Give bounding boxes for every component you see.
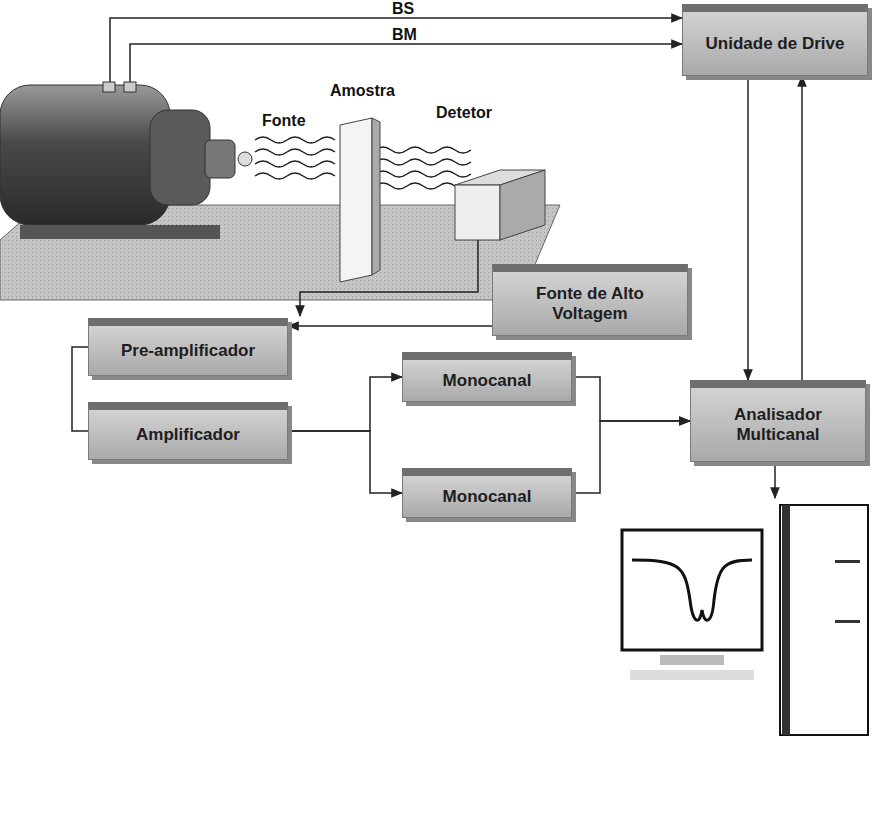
monitor (622, 530, 762, 650)
signal-connector (801, 76, 803, 380)
instrument-box: Analisador Multicanal (690, 380, 866, 462)
instrument-box: Fonte de Alto Voltagem (492, 264, 688, 336)
part-label: Fonte (262, 112, 306, 130)
box-label: Fonte de Alto Voltagem (501, 284, 679, 323)
box-label: Pre-amplificador (121, 341, 255, 361)
signal-connector (288, 377, 402, 431)
instrument-box: Monocanal (402, 352, 572, 402)
signal-connector (288, 431, 402, 493)
part-label: Detetor (436, 104, 492, 122)
signal-connector (572, 377, 690, 421)
box-label: Unidade de Drive (706, 34, 845, 54)
motor (0, 85, 170, 225)
spectrum-curve (632, 560, 752, 620)
part-label: BS (392, 0, 414, 18)
signal-connector (747, 76, 749, 380)
signal-connector (72, 347, 88, 431)
box-label: Analisador Multicanal (699, 405, 857, 444)
part-label: BM (392, 26, 417, 44)
sample-slab (340, 118, 372, 282)
instrument-box: Pre-amplificador (88, 318, 288, 376)
part-label: Amostra (330, 82, 395, 100)
box-label: Monocanal (443, 371, 532, 391)
instrument-box: Unidade de Drive (682, 4, 868, 76)
signal-connector (288, 325, 492, 327)
instrument-box: Monocanal (402, 468, 572, 518)
box-label: Amplificador (136, 425, 240, 445)
signal-connector (572, 421, 690, 493)
instrument-box: Amplificador (88, 402, 288, 460)
computer-tower (780, 505, 868, 735)
detector (455, 185, 500, 240)
box-label: Monocanal (443, 487, 532, 507)
